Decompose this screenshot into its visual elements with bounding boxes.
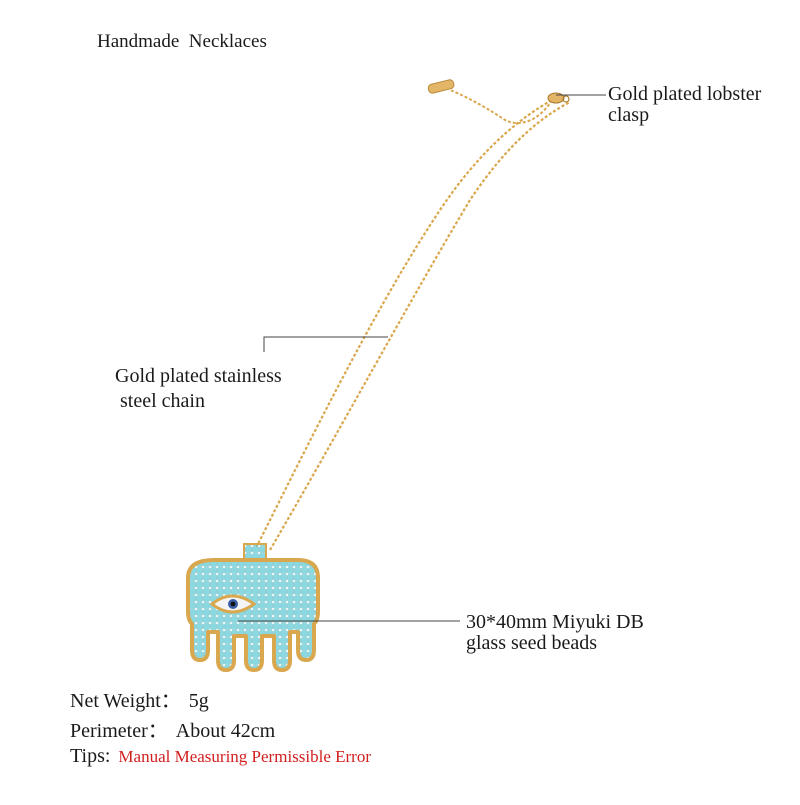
perimeter-row: Perimeter： About 42cm <box>70 714 275 743</box>
beads-callout: 30*40mm Miyuki DB glass seed beads <box>466 612 644 654</box>
necklace-chain <box>255 89 571 551</box>
evil-eye-icon <box>209 594 257 614</box>
perimeter-label: Perimeter： <box>70 720 168 742</box>
clasp-callout: Gold plated lobster clasp <box>608 84 761 126</box>
clasp-callout-line-1: Gold plated lobster <box>608 83 762 105</box>
tips-label: Tips: <box>70 745 111 767</box>
hamsa-pendant <box>186 558 320 672</box>
net-weight-label: Net Weight： <box>70 690 181 712</box>
beads-callout-line-1: 30*40mm Miyuki DB <box>466 611 644 633</box>
net-weight-row: Net Weight： 5g <box>70 684 209 713</box>
chain-callout: Gold plated stainless steel chain <box>115 364 282 414</box>
pendant-bail <box>243 543 267 561</box>
tips-value: Manual Measuring Permissible Error <box>118 747 372 766</box>
page-title: Handmade Necklaces <box>97 31 267 52</box>
clasp-callout-line-2: clasp <box>608 104 650 126</box>
net-weight-value: 5g <box>188 690 209 712</box>
perimeter-value: About 42cm <box>175 720 276 742</box>
tips-row: Tips: Manual Measuring Permissible Error <box>70 745 371 768</box>
extension-tag <box>427 79 455 94</box>
callout-leaders <box>238 94 606 622</box>
chain-callout-line-1: Gold plated stainless <box>115 365 282 387</box>
beads-callout-line-2: glass seed beads <box>466 632 598 654</box>
chain-callout-line-2: steel chain <box>115 390 205 412</box>
